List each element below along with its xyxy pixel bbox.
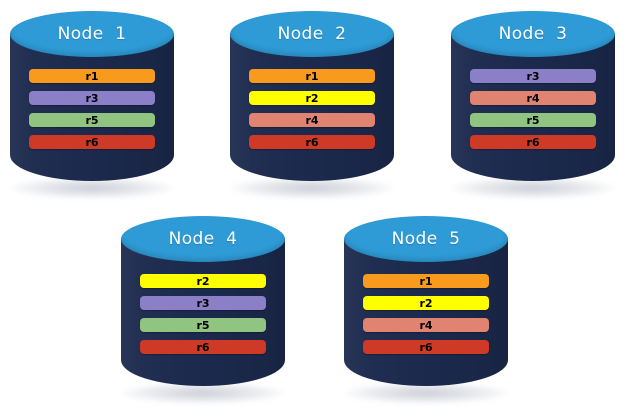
cylinder-top-disc bbox=[230, 11, 394, 57]
record-bar-r1[interactable]: r1 bbox=[29, 69, 155, 83]
node-label: Node 2 bbox=[277, 24, 347, 44]
record-bar-r2[interactable]: r2 bbox=[363, 296, 489, 310]
record-bar-r2[interactable]: r2 bbox=[249, 91, 375, 105]
node-label: Node 5 bbox=[391, 229, 461, 249]
cylinder-top-disc bbox=[10, 11, 174, 57]
database-node-4[interactable]: Node 4 r2 r3 r5 r6 bbox=[113, 212, 293, 404]
record-bar-r1[interactable]: r1 bbox=[249, 69, 375, 83]
record-list: r2 r3 r5 r6 bbox=[140, 274, 266, 354]
record-bar-r4[interactable]: r4 bbox=[249, 113, 375, 127]
cylinder-shadow bbox=[230, 177, 394, 199]
node-label: Node 1 bbox=[57, 24, 127, 44]
record-bar-r3[interactable]: r3 bbox=[470, 69, 596, 83]
cylinder-shadow bbox=[344, 382, 508, 404]
record-bar-r3[interactable]: r3 bbox=[29, 91, 155, 105]
record-list: r1 r3 r5 r6 bbox=[29, 69, 155, 149]
cylinder-body bbox=[121, 238, 285, 386]
record-list: r3 r4 r5 r6 bbox=[470, 69, 596, 149]
record-bar-r5[interactable]: r5 bbox=[140, 318, 266, 332]
database-node-1[interactable]: Node 1 r1 r3 r5 r6 bbox=[2, 7, 182, 199]
cylinder-body bbox=[10, 33, 174, 181]
record-bar-r1[interactable]: r1 bbox=[363, 274, 489, 288]
record-bar-r6[interactable]: r6 bbox=[470, 135, 596, 149]
node-label: Node 3 bbox=[498, 24, 568, 44]
database-node-5[interactable]: Node 5 r1 r2 r4 r6 bbox=[336, 212, 516, 404]
record-bar-r4[interactable]: r4 bbox=[470, 91, 596, 105]
cylinder-shadow bbox=[121, 382, 285, 404]
cylinder-body bbox=[451, 33, 615, 181]
cylinder-top-disc bbox=[344, 216, 508, 262]
record-bar-r6[interactable]: r6 bbox=[140, 340, 266, 354]
record-bar-r2[interactable]: r2 bbox=[140, 274, 266, 288]
record-bar-r5[interactable]: r5 bbox=[470, 113, 596, 127]
database-node-3[interactable]: Node 3 r3 r4 r5 r6 bbox=[443, 7, 623, 199]
database-node-2[interactable]: Node 2 r1 r2 r4 r6 bbox=[222, 7, 402, 199]
cylinder-shadow bbox=[10, 177, 174, 199]
record-list: r1 r2 r4 r6 bbox=[363, 274, 489, 354]
record-bar-r4[interactable]: r4 bbox=[363, 318, 489, 332]
node-label: Node 4 bbox=[168, 229, 238, 249]
record-bar-r5[interactable]: r5 bbox=[29, 113, 155, 127]
record-bar-r6[interactable]: r6 bbox=[29, 135, 155, 149]
record-bar-r3[interactable]: r3 bbox=[140, 296, 266, 310]
record-list: r1 r2 r4 r6 bbox=[249, 69, 375, 149]
cylinder-body bbox=[344, 238, 508, 386]
cylinder-top-disc bbox=[451, 11, 615, 57]
cylinder-body bbox=[230, 33, 394, 181]
record-bar-r6[interactable]: r6 bbox=[363, 340, 489, 354]
record-bar-r6[interactable]: r6 bbox=[249, 135, 375, 149]
cylinder-top-disc bbox=[121, 216, 285, 262]
cylinder-shadow bbox=[451, 177, 615, 199]
